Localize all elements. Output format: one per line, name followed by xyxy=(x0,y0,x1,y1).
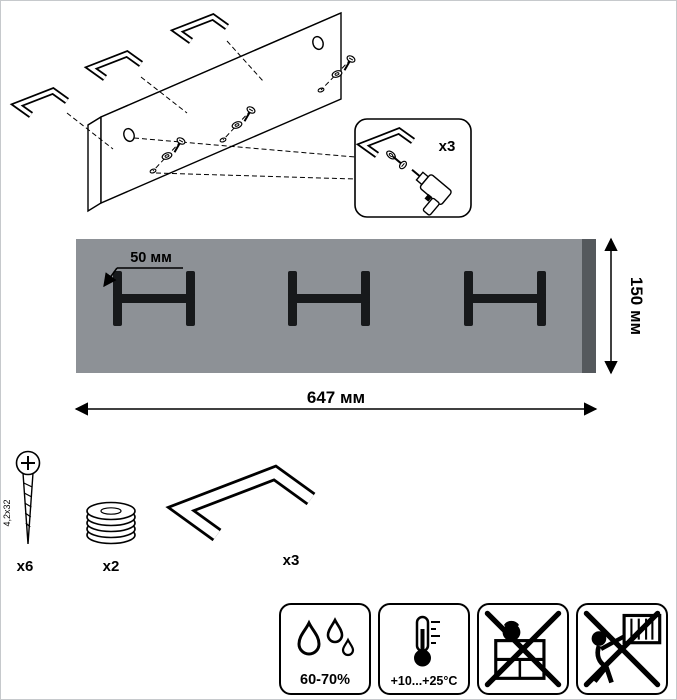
hook-icon xyxy=(91,54,141,78)
temperature-label: +10...+25°C xyxy=(390,674,458,689)
screw-count-label: x6 xyxy=(17,558,34,575)
usage-conditions: 60-70% +10...+25°C xyxy=(279,603,668,695)
hook-icon xyxy=(177,17,227,41)
hardware-list-drawing: 4,2x32 x6 x2 x3 xyxy=(2,450,316,575)
hook-front-view xyxy=(113,271,195,326)
mounting-hole xyxy=(312,35,324,51)
no-heavy-objects-icon xyxy=(484,610,562,688)
water-drops-icon xyxy=(283,609,367,671)
hook-front-view xyxy=(464,271,546,326)
screwdriver-icon xyxy=(411,168,452,216)
dimension-width: 647 мм xyxy=(74,388,598,416)
panel-front-face xyxy=(76,239,582,373)
cap-stack-icon xyxy=(86,501,136,545)
no-pulling-box xyxy=(576,603,668,695)
thermometer-icon xyxy=(382,609,466,673)
dimensioned-view-drawing: 50 мм 647 мм 150 мм xyxy=(74,237,646,416)
exploded-view-drawing: x3 xyxy=(1,11,472,218)
humidity-box: 60-70% xyxy=(279,603,371,695)
height-label: 150 мм xyxy=(627,277,646,335)
hook-icon xyxy=(17,91,67,115)
screw-size-label: 4,2x32 xyxy=(2,499,12,526)
callout-count-label: x3 xyxy=(439,138,456,155)
screw-icon xyxy=(339,53,358,74)
hook-offset-label: 50 мм xyxy=(130,250,172,266)
humidity-label: 60-70% xyxy=(300,672,350,689)
dimension-hook-offset: 50 мм xyxy=(103,250,183,288)
dimension-height: 150 мм xyxy=(604,237,646,375)
wall-panel-isometric xyxy=(87,11,342,213)
cap-count-label: x2 xyxy=(103,558,120,575)
hook-icon xyxy=(165,464,316,542)
hook-count-label: x3 xyxy=(283,552,300,569)
hook-front-view xyxy=(288,271,370,326)
width-label: 647 мм xyxy=(307,388,365,407)
no-pulling-climbing-icon xyxy=(583,610,662,688)
detail-callout: x3 xyxy=(354,118,472,218)
temperature-box: +10...+25°C xyxy=(378,603,470,695)
screw-icon xyxy=(15,450,41,545)
mounting-hole xyxy=(123,127,135,143)
no-heavy-objects-box xyxy=(477,603,569,695)
panel-side-edge xyxy=(582,239,596,373)
